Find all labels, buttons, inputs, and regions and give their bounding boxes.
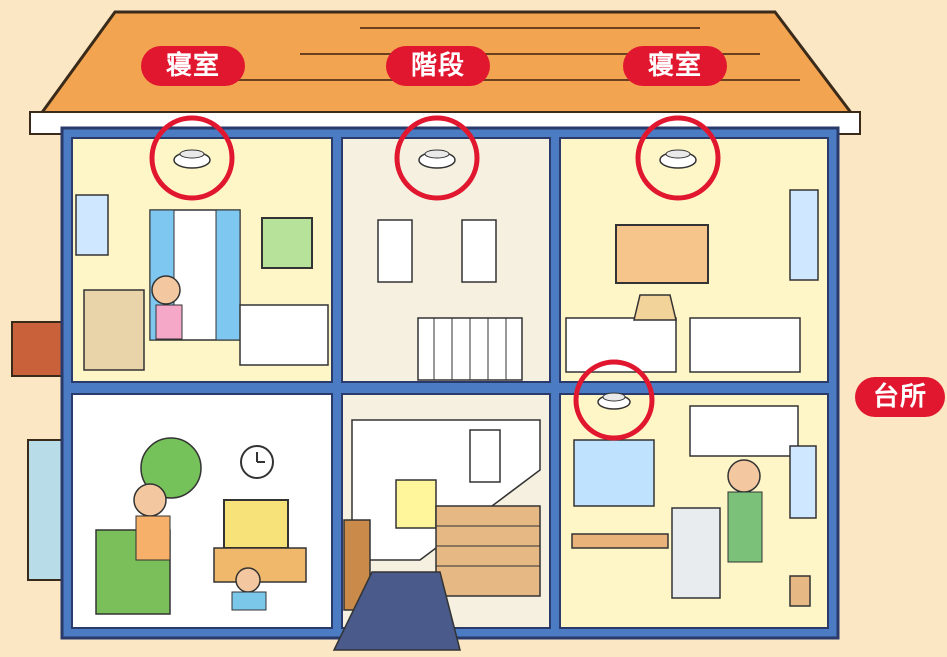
side-wall-left-lower bbox=[27, 439, 63, 581]
picture-frame-right bbox=[615, 224, 709, 284]
kitchen-counter bbox=[671, 507, 721, 599]
window-left-bedroom bbox=[75, 194, 109, 256]
child-figure bbox=[151, 275, 181, 305]
window-right-bedroom bbox=[789, 189, 819, 281]
smoke-detector-icon bbox=[394, 115, 480, 201]
mother-figure bbox=[133, 483, 167, 517]
window-stairs-upper-1 bbox=[377, 219, 413, 283]
label-kitchen: 台所 bbox=[855, 377, 945, 417]
dining-table bbox=[571, 533, 669, 549]
range-hood bbox=[689, 405, 799, 457]
entrance-tiles bbox=[332, 571, 461, 651]
window-stairs-upper-2 bbox=[461, 219, 497, 283]
kitchen-window bbox=[573, 439, 655, 507]
bed-left bbox=[239, 304, 329, 366]
brick-wall-left-upper bbox=[11, 321, 63, 377]
picture-frame-left bbox=[261, 217, 313, 269]
lamp bbox=[633, 294, 677, 321]
smoke-detector-icon bbox=[573, 359, 655, 441]
sofa bbox=[95, 529, 171, 615]
label-stairs: 階段 bbox=[386, 46, 490, 86]
smoke-detector-icon bbox=[149, 115, 235, 201]
label-bedroom-right: 寝室 bbox=[623, 46, 727, 86]
stair-steps bbox=[435, 505, 541, 597]
cook-figure bbox=[727, 459, 761, 493]
hall-window bbox=[395, 479, 437, 529]
window-stairs-lower bbox=[469, 429, 501, 483]
trash-bin bbox=[789, 575, 811, 607]
bed-right-2 bbox=[689, 317, 801, 373]
plant-living bbox=[140, 437, 202, 499]
tv bbox=[223, 499, 289, 549]
smoke-detector-icon bbox=[635, 115, 721, 201]
desk-left bbox=[83, 289, 145, 371]
label-bedroom-left: 寝室 bbox=[141, 46, 245, 86]
kitchen-side-window bbox=[789, 445, 817, 519]
baby-figure bbox=[235, 567, 261, 593]
